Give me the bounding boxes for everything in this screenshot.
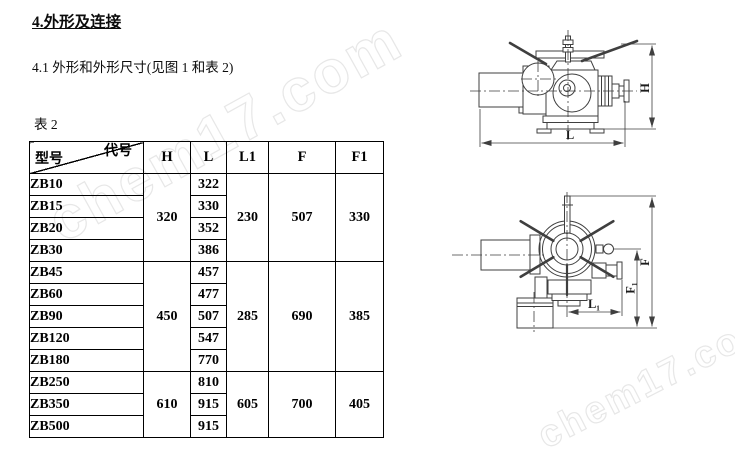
value-cell-L: 477 <box>190 283 227 306</box>
value-cell-L: 352 <box>190 217 227 240</box>
model-cell: ZB10 <box>29 173 144 196</box>
table-row: ZB60 477 <box>29 283 384 306</box>
table-row: ZB180 770 <box>29 349 384 372</box>
figure-1-drawings: H L <box>452 30 657 332</box>
value-cell-L: 322 <box>190 173 227 196</box>
value-cell-L1: 285 <box>226 261 269 372</box>
dim-label-F1: F₁ <box>624 282 638 294</box>
value-cell-L: 457 <box>190 261 227 284</box>
model-cell: ZB90 <box>29 305 144 328</box>
value-cell-F: 507 <box>268 173 336 262</box>
value-cell-F: 690 <box>268 261 336 372</box>
side-view-drawing: H L <box>470 30 656 147</box>
model-cell: ZB500 <box>29 415 144 438</box>
corner-col-label: 代号 <box>104 144 132 159</box>
column-header-H: H <box>143 141 191 174</box>
model-cell: ZB30 <box>29 239 144 262</box>
value-cell-L: 915 <box>190 415 227 438</box>
table-row: ZB120 547 <box>29 327 384 350</box>
value-cell-L: 810 <box>190 371 227 394</box>
dim-label-L: L <box>566 128 574 142</box>
table-row: ZB20 352 <box>29 217 384 240</box>
handwheel-spoke <box>579 255 615 279</box>
model-cell: ZB180 <box>29 349 144 372</box>
value-cell-L: 507 <box>190 305 227 328</box>
value-cell-F1: 330 <box>335 173 384 262</box>
front-view-drawing: F F₁ L₁ <box>452 192 657 332</box>
dimension-table: 型号 代号 H L L1 F F1 ZB10 320 322 230 507 3… <box>29 141 384 438</box>
value-cell-H: 450 <box>143 261 191 372</box>
position-indicator <box>603 243 614 255</box>
table-row: ZB15 330 <box>29 195 384 218</box>
value-cell-L1: 605 <box>226 371 269 438</box>
model-cell: ZB250 <box>29 371 144 394</box>
model-cell: ZB15 <box>29 195 144 218</box>
model-cell: ZB45 <box>29 261 144 284</box>
model-cell: ZB20 <box>29 217 144 240</box>
value-cell-L: 330 <box>190 195 227 218</box>
value-cell-L: 386 <box>190 239 227 262</box>
table-row: ZB90 507 <box>29 305 384 328</box>
table-row: ZB45 450 457 285 690 385 <box>29 261 384 372</box>
value-cell-L: 770 <box>190 349 227 372</box>
handwheel-spoke <box>579 219 615 243</box>
value-cell-L1: 230 <box>226 173 269 262</box>
table-header-row: 型号 代号 H L L1 F F1 <box>29 141 384 174</box>
column-header-F1: F1 <box>335 141 384 174</box>
dim-label-F: F <box>638 258 652 266</box>
value-cell-F: 700 <box>268 371 336 438</box>
model-cell: ZB120 <box>29 327 144 350</box>
section-title: 4.外形及连接 <box>32 14 122 31</box>
column-header-L1: L1 <box>226 141 269 174</box>
column-header-F: F <box>268 141 336 174</box>
motor-body <box>478 72 524 108</box>
handwheel-spoke <box>519 219 555 243</box>
value-cell-L: 547 <box>190 327 227 350</box>
table-caption: 表 2 <box>34 117 58 132</box>
dim-label-H: H <box>638 83 652 93</box>
model-cell: ZB60 <box>29 283 144 306</box>
value-cell-F1: 405 <box>335 371 384 438</box>
column-header-L: L <box>190 141 227 174</box>
model-cell: ZB350 <box>29 393 144 416</box>
table-row: ZB500 915 <box>29 415 384 438</box>
handwheel-spoke <box>508 41 548 66</box>
value-cell-H: 320 <box>143 173 191 262</box>
value-cell-H: 610 <box>143 371 191 438</box>
dim-label-L1: L₁ <box>588 297 600 311</box>
value-cell-F1: 385 <box>335 261 384 372</box>
corner-row-label: 型号 <box>35 152 63 167</box>
subsection-text: 4.1 外形和外形尺寸(见图 1 和表 2) <box>32 60 234 75</box>
table-row: ZB250 610 810 605 700 405 <box>29 371 384 438</box>
handwheel-spoke <box>519 255 555 279</box>
corner-cell: 型号 代号 <box>29 141 144 174</box>
value-cell-L: 915 <box>190 393 227 416</box>
table-row: ZB10 320 322 230 507 330 <box>29 173 384 262</box>
